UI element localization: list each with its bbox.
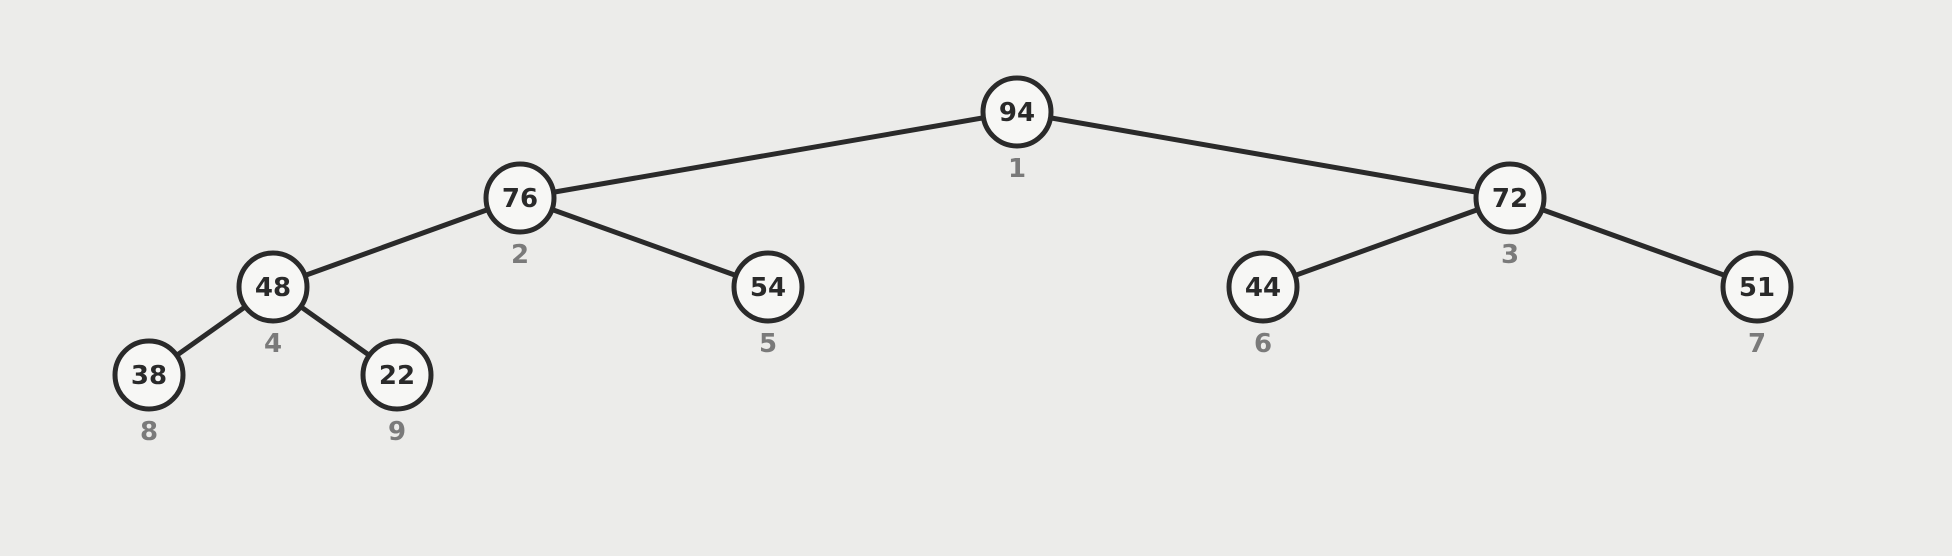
node-circle (1226, 250, 1300, 324)
tree-edge-1-3 (1014, 109, 1513, 201)
heap-node-8: 38 8 (112, 338, 186, 447)
nodes-layer: 94 1 76 2 72 3 48 4 54 5 44 6 51 7 38 8 22 9 (112, 75, 1794, 447)
heap-node-4: 48 4 (236, 250, 310, 359)
node-value: 22 (379, 361, 415, 391)
node-circle (980, 75, 1054, 149)
tree-edge-3-6 (1260, 195, 1513, 290)
heap-node-2: 76 2 (483, 161, 557, 270)
node-circle (731, 250, 805, 324)
node-value: 76 (502, 184, 538, 214)
heap-node-1: 94 1 (980, 75, 1054, 184)
tree-edge-3-7 (1507, 195, 1760, 290)
node-index-label: 5 (759, 329, 777, 359)
node-value: 51 (1739, 273, 1775, 303)
node-index-label: 9 (388, 417, 406, 447)
heap-node-7: 51 7 (1720, 250, 1794, 359)
node-index-label: 3 (1501, 240, 1519, 270)
node-circle (1720, 250, 1794, 324)
node-value: 94 (999, 98, 1035, 128)
tree-edge-2-5 (517, 195, 771, 290)
node-value: 44 (1245, 273, 1281, 303)
node-index-label: 1 (1008, 154, 1026, 184)
node-value: 38 (131, 361, 167, 391)
node-value: 48 (255, 273, 291, 303)
node-index-label: 8 (140, 417, 158, 447)
heap-node-9: 22 9 (360, 338, 434, 447)
node-index-label: 7 (1748, 329, 1766, 359)
edges-layer (146, 109, 1760, 378)
node-circle (112, 338, 186, 412)
node-circle (1473, 161, 1547, 235)
tree-edge-1-2 (517, 109, 1020, 201)
heap-node-3: 72 3 (1473, 161, 1547, 270)
node-circle (236, 250, 310, 324)
node-circle (360, 338, 434, 412)
heap-node-5: 54 5 (731, 250, 805, 359)
heap-node-6: 44 6 (1226, 250, 1300, 359)
node-index-label: 4 (264, 329, 282, 359)
tree-edge-2-4 (270, 195, 523, 290)
node-index-label: 6 (1254, 329, 1272, 359)
node-circle (483, 161, 557, 235)
node-value: 72 (1492, 184, 1528, 214)
node-index-label: 2 (511, 240, 529, 270)
node-value: 54 (750, 273, 786, 303)
